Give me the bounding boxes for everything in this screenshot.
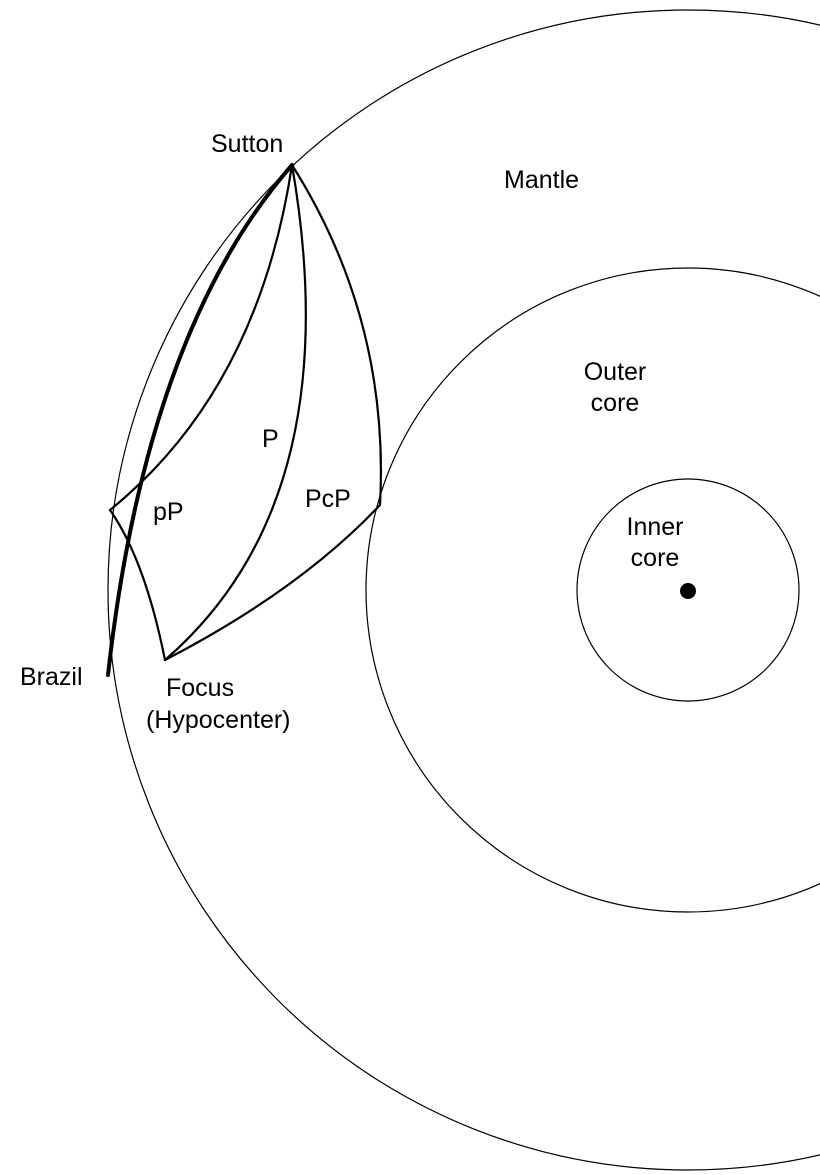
p-ray-direct <box>163 163 307 662</box>
inner-core-boundary <box>576 478 800 702</box>
earth-surface-circle <box>107 9 820 1171</box>
station-label-sutton: Sutton <box>211 130 283 158</box>
pp-ray-upgoing <box>108 508 167 662</box>
ray-label-pp: pP <box>153 498 184 526</box>
mantle-label: Mantle <box>504 166 579 194</box>
outer-core-label-line2: core <box>591 389 640 417</box>
inner-core-label-line1: Inner <box>627 513 684 541</box>
outer-core-boundary <box>365 267 820 913</box>
inner-core-label-line2: core <box>631 544 680 572</box>
pcp-ray-reflected <box>290 163 383 507</box>
pcp-ray-downgoing <box>163 503 382 662</box>
surface-arc-sutton-to-brazil <box>106 163 294 677</box>
ray-label-pcp: PcP <box>305 485 351 513</box>
pp-ray-reflected <box>108 163 294 512</box>
outer-core-label-line1: Outer <box>584 358 647 386</box>
earth-center-dot <box>680 583 696 599</box>
location-label-brazil: Brazil <box>20 663 83 691</box>
focus-label: Focus <box>166 674 234 702</box>
ray-label-p: P <box>262 425 279 453</box>
hypocenter-label: (Hypocenter) <box>146 706 291 734</box>
